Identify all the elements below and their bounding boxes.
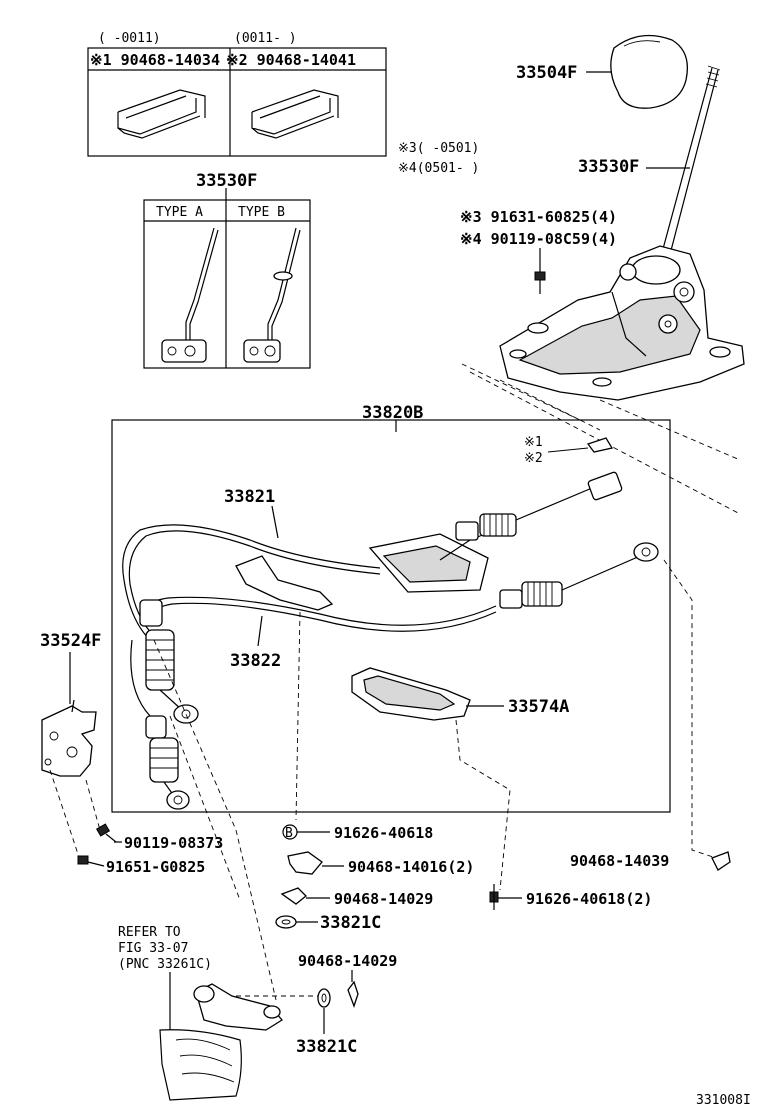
clip-right-drawing — [251, 89, 339, 139]
lever-inset-frame — [143, 199, 311, 369]
cable-plate-drawing — [351, 667, 471, 721]
bolt3-part-number: ※3 91631-60825(4) — [460, 208, 617, 226]
cable-clip-small — [586, 437, 614, 453]
clip-e-part-number: 90468-14039 — [570, 852, 669, 870]
clip-f-part-number: 90468-14029 — [298, 952, 397, 970]
clip-right-part-number: ※2 90468-14041 — [226, 51, 356, 69]
refer-line-3: (PNC 33261C) — [118, 957, 212, 972]
washer-bottom-icon — [317, 988, 331, 1008]
washer-top-part-number: 33821C — [320, 913, 381, 933]
select-cable-drawing — [122, 471, 623, 641]
cable-ends-drawing — [130, 599, 199, 810]
cable-assembly-part-number: 33820B — [362, 403, 423, 423]
washer-bottom-hole — [321, 993, 327, 1003]
lever-part-number: 33530F — [578, 157, 639, 177]
shift-cable-leader — [257, 615, 263, 647]
lever-type-inset: 33530F TYPE A TYPE B — [143, 171, 311, 369]
note2-marker: ※2 — [524, 451, 543, 466]
bolt-c-part-number: 91626-40618(2) — [526, 890, 652, 908]
bolt-a-icon — [95, 823, 117, 843]
bolt-a-part-number: 90119-08373 — [124, 834, 223, 852]
lever-type-a-drawing — [161, 227, 219, 363]
lever-type-a-label: TYPE A — [156, 205, 203, 220]
housing-alignment-lines — [461, 363, 741, 515]
clip-right-range: (0011- ) — [234, 31, 297, 46]
assembly-dashed-leaders — [49, 559, 717, 1001]
lever-type-b-drawing — [243, 227, 301, 363]
plate-part-number: 33574A — [508, 697, 569, 717]
lever-inset-part-number: 33530F — [196, 171, 257, 191]
clip-b-marker-icon: B — [282, 824, 298, 841]
cable-bracket-small — [235, 555, 334, 611]
washer-top-icon — [275, 915, 297, 929]
select-cable-part-number: 33821 — [224, 487, 275, 507]
select-cable-leader — [271, 505, 279, 539]
washer-bottom-part-number: 33821C — [296, 1037, 357, 1057]
bracket-part-number: 33524F — [40, 631, 101, 651]
shift-cable-part-number: 33822 — [230, 651, 281, 671]
clip-inset-frame — [87, 47, 387, 157]
clip-b-marker-letter: B — [285, 826, 293, 841]
clip-c-part-number: 90468-14016(2) — [348, 858, 474, 876]
clip-e-icon — [711, 851, 731, 871]
shift-knob-drawing — [610, 34, 689, 109]
clip-c-icon — [287, 851, 323, 875]
refer-line-1: REFER TO — [118, 925, 181, 940]
note-leader — [547, 447, 589, 453]
shift-lever-drawing — [659, 65, 721, 263]
bolt-b-part-number: 91651-G0825 — [106, 858, 205, 876]
washer-top-hole — [281, 919, 291, 925]
bolt4-part-number: ※4 90119-08C59(4) — [460, 230, 617, 248]
clip-left-range: ( -0011) — [98, 31, 161, 46]
note1-marker: ※1 — [524, 435, 543, 450]
housing-bolt-icon — [534, 271, 546, 294]
clip-inset: ( -0011) (0011- ) ※1 90468-14034 ※2 9046… — [87, 31, 387, 157]
cable-assembly-frame — [111, 419, 671, 813]
transmission-lever-drawing — [159, 983, 283, 1101]
knob-part-number: 33504F — [516, 63, 577, 83]
lever-type-b-label: TYPE B — [238, 205, 285, 220]
shift-housing-drawing — [499, 245, 745, 401]
clip-b-part-number: 91626-40618 — [334, 824, 433, 842]
clip-d-icon — [280, 887, 307, 905]
clip-d-part-number: 90468-14029 — [334, 890, 433, 908]
bolt-b-icon — [77, 855, 105, 867]
note4-range: ※4(0501- ) — [398, 161, 479, 176]
bolt-c-icon — [489, 884, 499, 910]
clip-f-icon — [347, 980, 359, 1008]
clip-left-drawing — [117, 89, 206, 139]
figure-code: 331008I — [696, 1093, 751, 1108]
clip-left-part-number: ※1 90468-14034 — [90, 51, 220, 69]
note3-range: ※3( -0501) — [398, 141, 479, 156]
refer-line-2: FIG 33-07 — [118, 941, 188, 956]
cable-bracket-drawing — [41, 699, 97, 777]
